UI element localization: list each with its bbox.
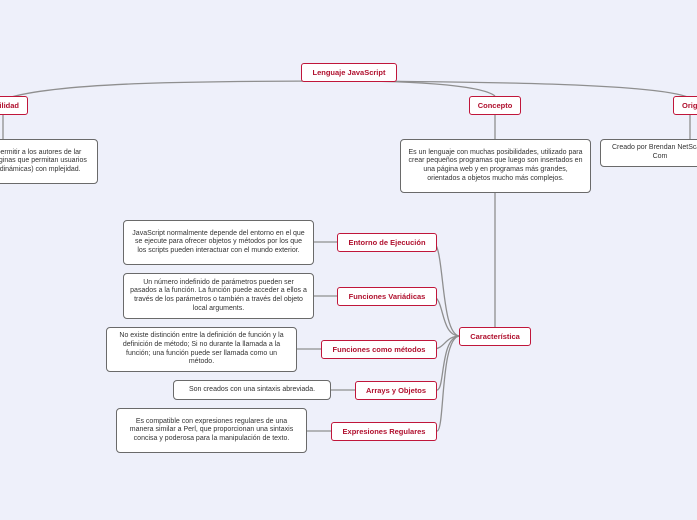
feature-entorno-ejecucion[interactable]: Entorno de Ejecución: [337, 233, 437, 252]
note-funciones-variadicas-text: Un número indefinido de parámetros puede…: [130, 278, 307, 312]
branch-concepto[interactable]: Concepto: [469, 96, 521, 115]
note-utilidad: permitir a los autores de lar páginas qu…: [0, 139, 98, 184]
note-funciones-metodos: No existe distinción entre la definición…: [106, 327, 297, 372]
note-funciones-variadicas: Un número indefinido de parámetros puede…: [123, 273, 314, 319]
note-entorno-ejecucion-text: JavaScript normalmente depende del entor…: [132, 229, 305, 254]
feature-funciones-metodos[interactable]: Funciones como métodos: [321, 340, 437, 359]
note-concepto-text: Es un lenguaje con muchas posibilidades,…: [408, 148, 583, 182]
branch-caracteristica[interactable]: Característica: [459, 327, 531, 346]
branch-origen[interactable]: Origi: [673, 96, 697, 115]
feature-arrays-objetos[interactable]: Arrays y Objetos: [355, 381, 437, 400]
branch-utilidad[interactable]: ilidad: [0, 96, 28, 115]
note-funciones-metodos-text: No existe distinción entre la definición…: [119, 332, 284, 366]
feature-expresiones-regulares[interactable]: Expresiones Regulares: [331, 422, 437, 441]
note-origen: Creado por Brendan NetScape Com: [600, 139, 697, 167]
note-origen-text: Creado por Brendan NetScape Com: [611, 144, 697, 160]
note-concepto: Es un lenguaje con muchas posibilidades,…: [400, 139, 591, 193]
root-node[interactable]: Lenguaje JavaScript: [301, 63, 397, 82]
feature-funciones-variadicas[interactable]: Funciones Variádicas: [337, 287, 437, 306]
note-arrays-objetos: Son creados con una sintaxis abreviada.: [173, 380, 331, 400]
note-entorno-ejecucion: JavaScript normalmente depende del entor…: [123, 220, 314, 265]
note-expresiones-regulares: Es compatible con expresiones regulares …: [116, 408, 307, 453]
note-utilidad-text: permitir a los autores de lar páginas qu…: [0, 148, 87, 173]
note-expresiones-regulares-text: Es compatible con expresiones regulares …: [129, 417, 294, 442]
note-arrays-objetos-text: Son creados con una sintaxis abreviada.: [188, 385, 316, 393]
